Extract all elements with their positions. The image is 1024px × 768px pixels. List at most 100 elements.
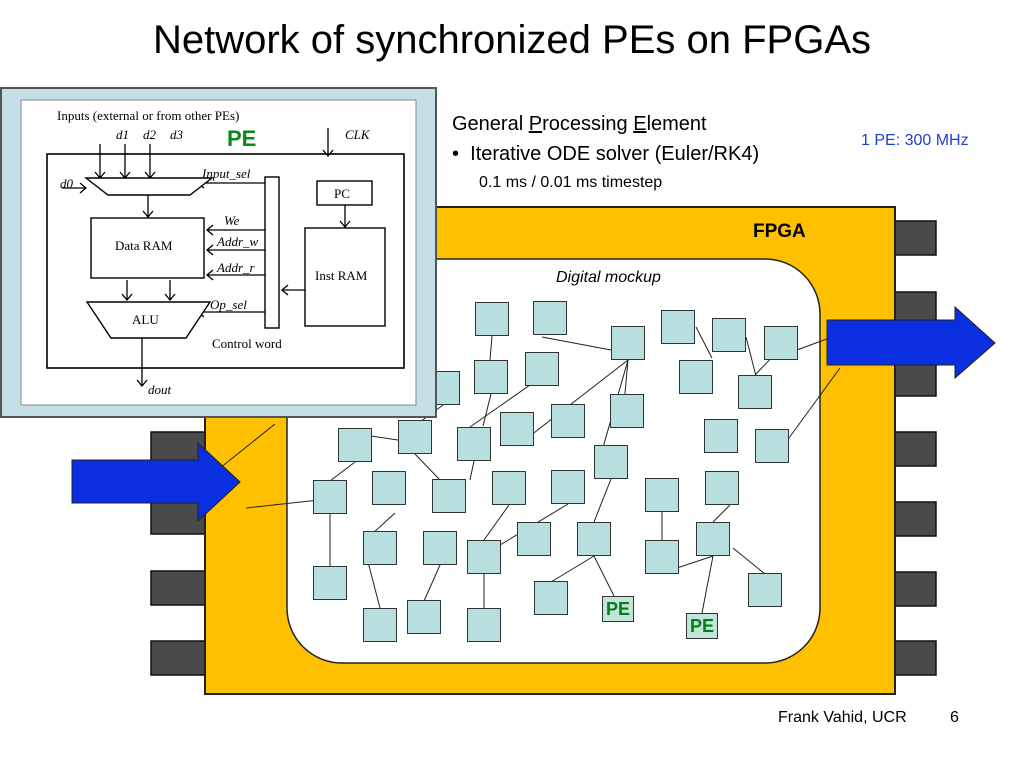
pe-inputs-label: Inputs (external or from other PEs) bbox=[57, 108, 240, 123]
pe-info-text: rocessing bbox=[542, 113, 634, 135]
pe-node bbox=[577, 522, 611, 556]
pe-node bbox=[363, 608, 397, 642]
footer-author: Frank Vahid, UCR bbox=[778, 709, 907, 726]
pe-connection bbox=[788, 367, 841, 439]
pe-node bbox=[517, 522, 551, 556]
pe-node bbox=[704, 419, 738, 453]
pe-info-underlined-p: P bbox=[528, 113, 543, 135]
pe-outline bbox=[46, 153, 405, 369]
pe-addr-w-label: Addr_w bbox=[217, 234, 259, 249]
pe-diagram-panel bbox=[0, 87, 437, 418]
pe-node bbox=[475, 302, 509, 336]
pe-node bbox=[712, 318, 746, 352]
pe-node bbox=[398, 420, 432, 454]
pe-info-line1: General Processing Element bbox=[452, 113, 707, 136]
pe-connection bbox=[593, 555, 615, 597]
pe-connection bbox=[370, 435, 399, 441]
frequency-note: 1 PE: 300 MHz bbox=[861, 132, 969, 149]
pe-node bbox=[457, 427, 491, 461]
pe-node bbox=[594, 445, 628, 479]
pe-d1-label: d1 bbox=[116, 127, 129, 142]
control-word-register bbox=[264, 176, 280, 329]
pe-node bbox=[705, 471, 739, 505]
alu-shape bbox=[85, 301, 212, 339]
pe-node bbox=[338, 428, 372, 462]
pe-connection bbox=[367, 561, 381, 609]
pe-op-sel-label: Op_sel bbox=[210, 297, 247, 312]
output-arrow bbox=[826, 305, 996, 380]
mockup-label: Digital mockup bbox=[556, 269, 661, 286]
pe-inst-ram-label: Inst RAM bbox=[315, 268, 368, 283]
pe-node bbox=[525, 352, 559, 386]
pe-info-text: lement bbox=[646, 113, 707, 135]
pe-connection bbox=[469, 377, 541, 428]
pe-connection bbox=[701, 555, 714, 614]
pe-pc-label: PC bbox=[334, 186, 350, 201]
pe-node bbox=[748, 573, 782, 607]
pe-connection bbox=[469, 460, 475, 481]
pe-info-text: Iterative ODE solver (Euler/RK4) bbox=[470, 143, 760, 165]
pe-node bbox=[551, 404, 585, 438]
pe-node bbox=[500, 412, 534, 446]
pe-node bbox=[611, 326, 645, 360]
pe-diagram-title: PE bbox=[227, 126, 257, 151]
pe-node bbox=[407, 600, 441, 634]
inst-ram-box bbox=[304, 227, 386, 327]
pe-clk-label: CLK bbox=[345, 127, 370, 142]
pe-node bbox=[755, 429, 789, 463]
pe-connection bbox=[482, 393, 492, 427]
pe-d3-label: d3 bbox=[170, 127, 183, 142]
pe-connection bbox=[796, 336, 833, 351]
input-arrow bbox=[71, 441, 241, 523]
slide-title: Network of synchronized PEs on FPGAs bbox=[152, 18, 872, 62]
pe-node bbox=[313, 480, 347, 514]
pe-node bbox=[645, 540, 679, 574]
pe-connection bbox=[695, 326, 713, 359]
pe-connection bbox=[712, 504, 731, 523]
pe-connection bbox=[541, 336, 612, 351]
pe-dout-label: dout bbox=[148, 382, 172, 397]
pe-node bbox=[467, 540, 501, 574]
pe-nodes bbox=[313, 301, 798, 642]
data-ram-box bbox=[90, 217, 205, 279]
pe-tag-1: PE bbox=[602, 596, 635, 622]
pe-node bbox=[372, 471, 406, 505]
pe-node bbox=[474, 360, 508, 394]
pe-node bbox=[661, 310, 695, 344]
pe-data-ram-label: Data RAM bbox=[115, 238, 173, 253]
pe-connection bbox=[483, 504, 510, 541]
pe-node bbox=[432, 479, 466, 513]
pe-node bbox=[696, 522, 730, 556]
pe-node bbox=[363, 531, 397, 565]
pe-d2-label: d2 bbox=[143, 127, 156, 142]
pe-node bbox=[764, 326, 798, 360]
pe-connection bbox=[423, 564, 441, 602]
pe-alu-label: ALU bbox=[132, 312, 159, 327]
pe-connections bbox=[204, 326, 841, 614]
pe-connection bbox=[745, 336, 757, 377]
pe-connection bbox=[676, 555, 714, 569]
pe-node bbox=[610, 394, 644, 428]
pe-node bbox=[467, 608, 501, 642]
pe-connection bbox=[550, 555, 595, 583]
bullet: • bbox=[452, 143, 460, 165]
pe-info-line3: 0.1 ms / 0.01 ms timestep bbox=[479, 174, 663, 191]
pe-connection bbox=[371, 512, 396, 535]
pe-connection bbox=[732, 547, 766, 575]
pe-info-text: General bbox=[452, 113, 529, 135]
pe-tag-2: PE bbox=[686, 613, 719, 639]
pe-node bbox=[645, 478, 679, 512]
pe-connection bbox=[329, 461, 356, 482]
pe-node bbox=[679, 360, 713, 394]
pe-d0-label: d0 bbox=[60, 176, 73, 191]
input-mux bbox=[83, 177, 215, 196]
pe-info-line2: • Iterative ODE solver (Euler/RK4) bbox=[452, 143, 759, 166]
pe-connection bbox=[489, 335, 493, 361]
pe-we-label: We bbox=[224, 213, 240, 228]
pe-node bbox=[423, 531, 457, 565]
pe-node bbox=[738, 375, 772, 409]
pe-control-word-label: Control word bbox=[212, 336, 282, 351]
pe-input-sel-label: Input_sel bbox=[202, 166, 251, 181]
pe-connection bbox=[414, 453, 441, 481]
